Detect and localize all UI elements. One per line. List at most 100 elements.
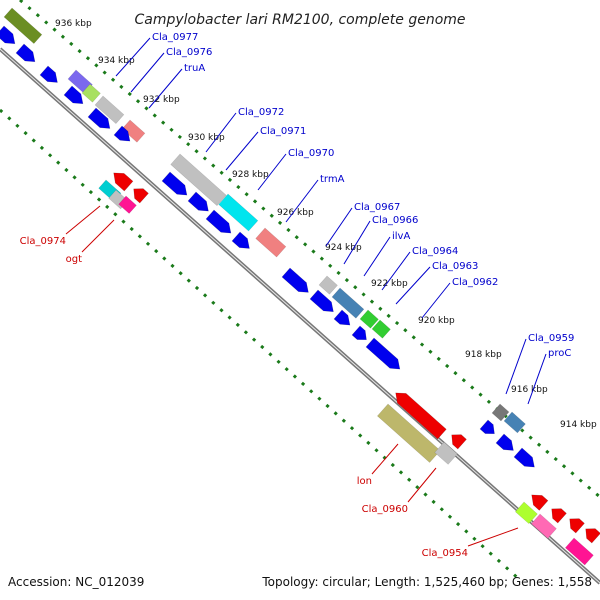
tick-mark: [311, 249, 316, 254]
gene-arrow-reverse: [133, 188, 149, 204]
gene-arrow-reverse: [585, 528, 600, 544]
kbp-tick-label: 930 kbp: [188, 133, 225, 143]
tick-mark: [431, 499, 436, 505]
gene-leader-line: [285, 179, 319, 223]
tick-mark: [300, 381, 306, 387]
gene-leader-line: [81, 219, 115, 253]
kbp-tick-label: 918 kbp: [465, 350, 502, 360]
feature-bar: [503, 411, 526, 434]
feature-bar: [118, 195, 137, 214]
gene-label-forward: Cla_0964: [412, 246, 458, 257]
gene-label-reverse: ogt: [66, 254, 82, 265]
feature-bar: [491, 403, 510, 422]
tick-mark: [121, 219, 126, 224]
tick-mark: [349, 426, 355, 431]
tick-mark: [341, 418, 346, 423]
tick-mark: [72, 175, 77, 180]
gene-arrow-reverse: [113, 172, 134, 192]
gene-arrow-reverse: [569, 518, 585, 534]
gene-label-forward: Cla_0959: [528, 333, 574, 344]
kbp-tick-label: 934 kbp: [98, 56, 135, 66]
map-title: Campylobacter lari RM2100, complete geno…: [134, 12, 465, 28]
tick-mark: [52, 27, 57, 32]
feature-bar: [371, 319, 391, 339]
gene-arrow-forward: [39, 65, 58, 83]
gene-arrow-reverse: [395, 392, 447, 440]
gene-label-forward: Cla_0977: [152, 32, 198, 43]
feature-bar: [94, 95, 125, 124]
tick-mark: [129, 226, 134, 232]
tick-mark: [292, 374, 298, 379]
gene-arrow-forward: [15, 43, 36, 63]
tick-mark: [80, 182, 85, 187]
feature-bar: [514, 501, 538, 525]
gene-leader-line: [467, 527, 519, 547]
tick-mark: [260, 344, 265, 350]
tick-mark: [415, 485, 420, 490]
gene-leader-line: [65, 205, 101, 235]
gene-arrow-forward: [87, 107, 111, 129]
gene-label-forward: proC: [548, 348, 571, 359]
feature-bar: [359, 309, 379, 329]
tick-mark: [178, 271, 183, 276]
gene-label-forward: truA: [184, 63, 205, 74]
gene-leader-line: [257, 153, 287, 191]
tick-mark: [227, 315, 232, 320]
tick-mark: [105, 204, 110, 210]
gene-leader-line: [421, 282, 451, 319]
tick-mark: [361, 292, 366, 297]
gene-leader-line: [505, 338, 527, 395]
gene-leader-line: [115, 37, 151, 77]
tick-mark: [113, 212, 118, 217]
gene-leader-line: [407, 467, 437, 503]
tick-mark: [496, 558, 502, 564]
gene-label-forward: Cla_0966: [372, 215, 418, 226]
gene-arrow-forward: [333, 309, 351, 326]
tick-mark: [261, 206, 266, 211]
tick-mark: [119, 84, 124, 89]
tick-mark: [386, 313, 391, 319]
tick-mark: [251, 337, 257, 342]
tick-mark: [325, 403, 330, 409]
kbp-tick-label: 926 kbp: [277, 208, 314, 218]
gene-label-forward: trmA: [320, 174, 345, 185]
tick-mark: [236, 184, 241, 190]
tick-mark: [77, 48, 82, 54]
tick-mark: [169, 127, 174, 132]
gene-label-reverse: Cla_0960: [362, 504, 408, 515]
tick-mark: [96, 197, 102, 202]
feature-bar: [318, 275, 338, 295]
kbp-tick-label: 916 kbp: [511, 385, 548, 395]
tick-mark: [561, 464, 567, 469]
gene-arrow-forward: [113, 125, 131, 142]
tick-mark: [202, 156, 207, 161]
gene-arrow-forward: [309, 289, 334, 313]
tick-mark: [358, 433, 363, 438]
tick-mark: [513, 573, 518, 578]
tick-mark: [374, 448, 379, 453]
backbone-highlight: [0, 48, 600, 584]
gene-leader-line: [381, 251, 411, 291]
gene-label-forward: Cla_0971: [260, 126, 306, 137]
gene-label-forward: Cla_0967: [354, 202, 400, 213]
gene-arrow-forward: [479, 419, 495, 435]
tick-mark: [15, 123, 20, 128]
gene-leader-line: [148, 68, 183, 109]
tick-mark: [88, 189, 94, 195]
tick-mark: [219, 170, 224, 175]
tick-mark: [69, 41, 74, 47]
tick-mark: [145, 241, 151, 246]
tick-mark: [56, 160, 61, 165]
gene-label-forward: ilvA: [392, 231, 410, 242]
tick-mark: [488, 551, 493, 556]
kbp-tick-label: 928 kbp: [232, 170, 269, 180]
tick-mark: [480, 544, 485, 549]
tick-mark: [407, 477, 412, 482]
kbp-tick-label: 936 kbp: [55, 19, 92, 29]
tick-mark: [211, 163, 216, 168]
tick-mark: [27, 6, 32, 11]
tick-mark: [317, 396, 322, 401]
gene-leader-line: [205, 112, 237, 153]
tick-mark: [587, 485, 592, 490]
